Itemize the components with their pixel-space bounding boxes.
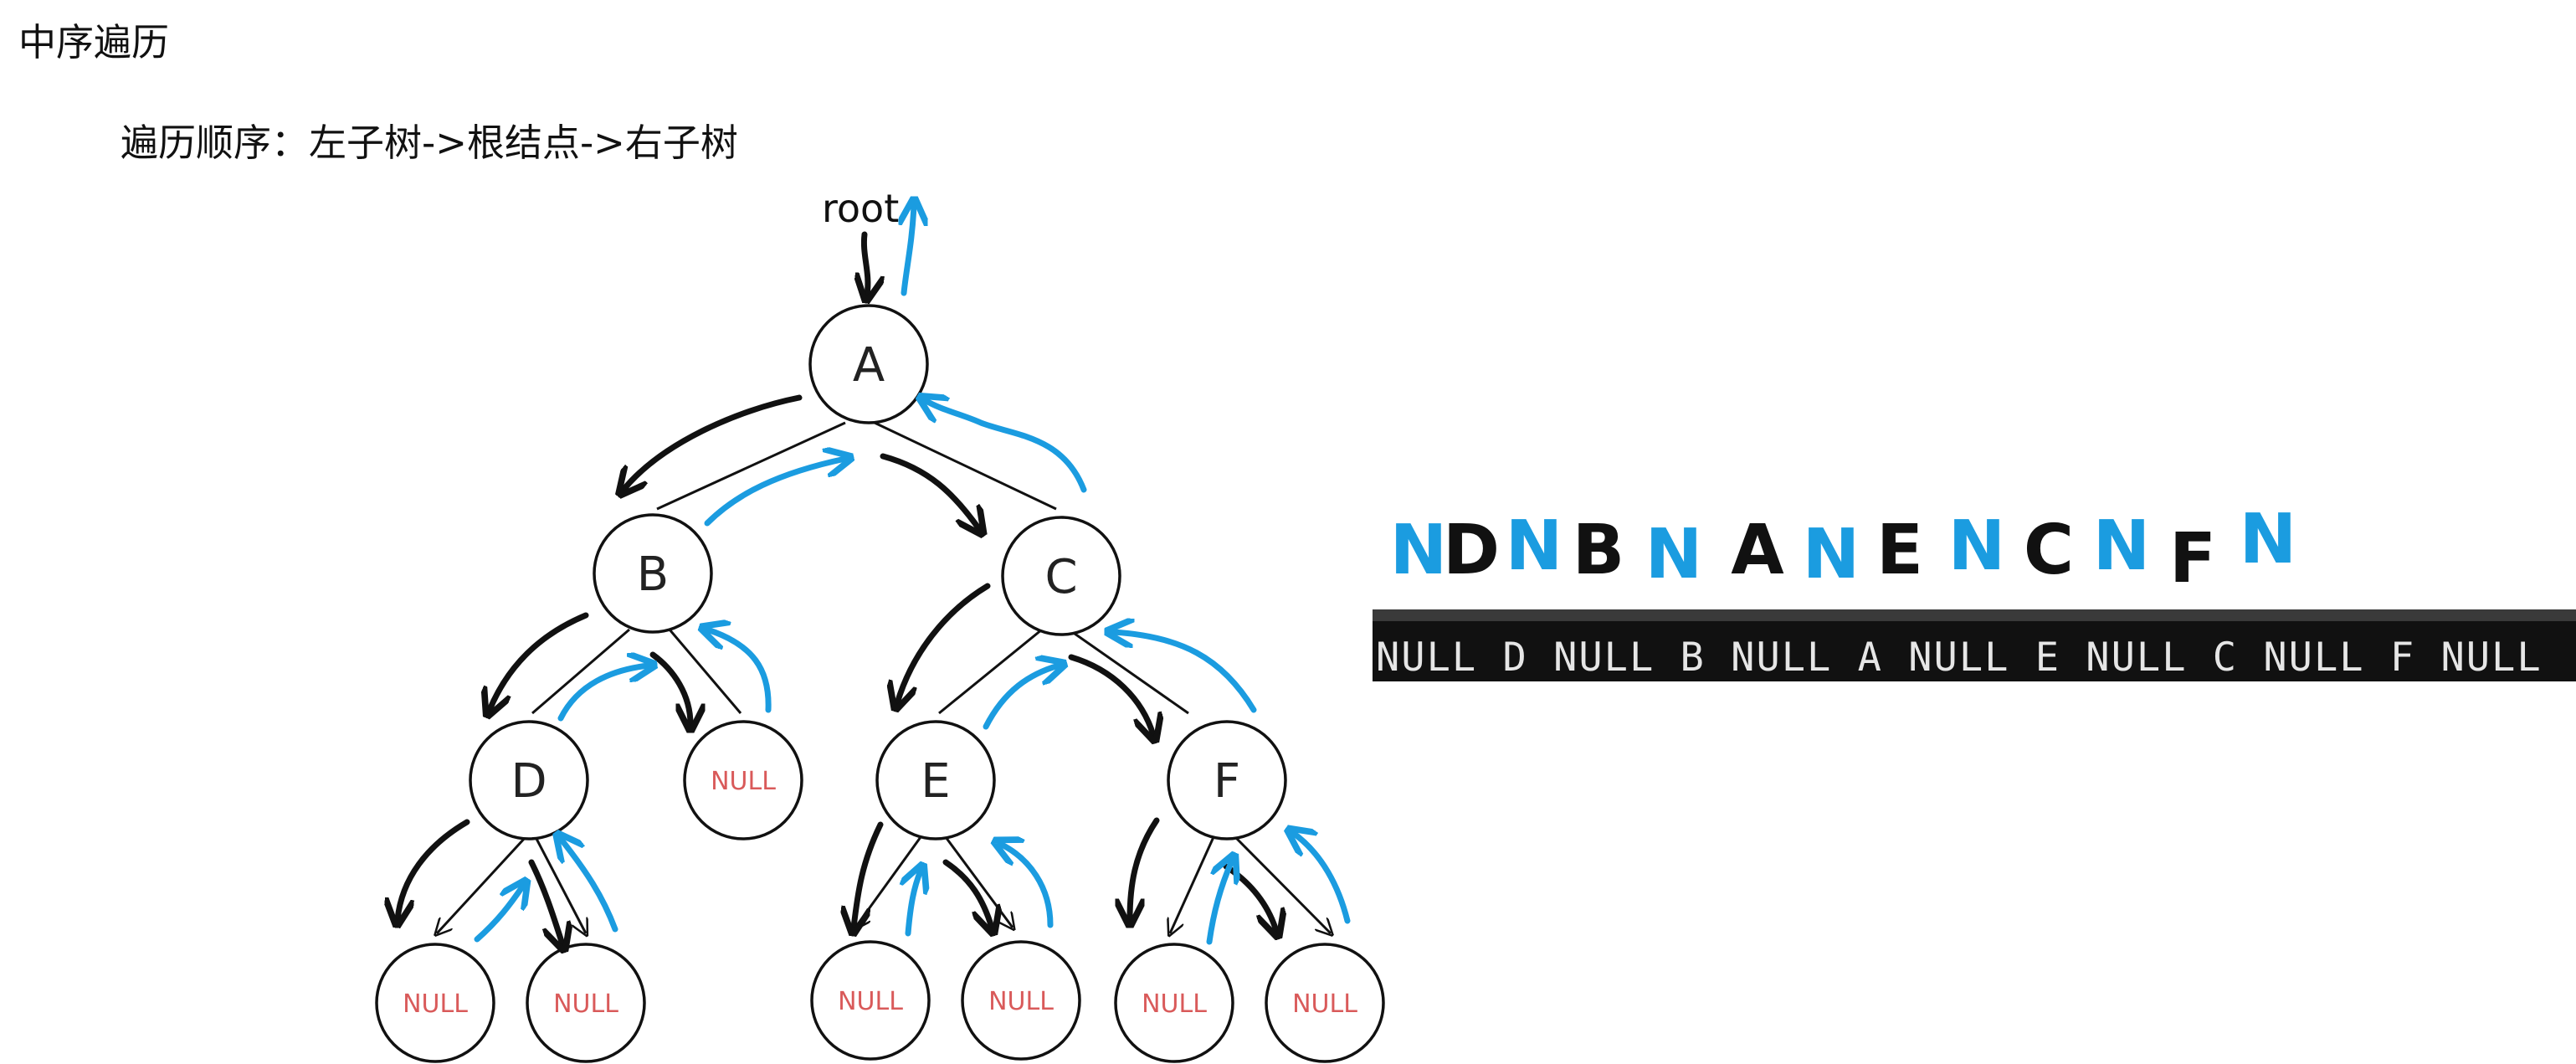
node-a-label: A	[853, 338, 885, 393]
node-c-label: C	[1044, 550, 1077, 604]
node-d	[469, 720, 589, 840]
traverse-up-arrow	[908, 871, 921, 937]
traverse-down-arrow	[854, 821, 884, 928]
handwritten-letter: N	[1506, 506, 1563, 586]
null-label: NULL	[711, 767, 776, 796]
null-label: NULL	[988, 987, 1054, 1016]
node-b	[593, 513, 713, 634]
traverse-up-arrow	[925, 400, 1087, 493]
traverse-up-arrow	[1293, 833, 1351, 924]
node-d-label: D	[511, 754, 547, 809]
node-e	[875, 720, 996, 840]
node-d-right-null	[526, 943, 646, 1063]
terminal-output: NULL D NULL B NULL A NULL E NULL C NULL …	[1373, 609, 2576, 681]
node-f-left-null	[1114, 943, 1234, 1063]
output-text: NULL D NULL B NULL A NULL E NULL C NULL …	[1376, 635, 2543, 681]
node-d-left-null	[375, 943, 495, 1063]
traverse-up-arrow	[474, 886, 523, 943]
traverse-down-arrow	[1223, 863, 1276, 931]
node-e-label: E	[921, 754, 950, 809]
traverse-up-arrow	[707, 630, 772, 713]
node-b-label: B	[637, 547, 669, 602]
handwritten-letter: C	[2024, 511, 2074, 590]
traverse-up-arrow	[704, 459, 845, 527]
traverse-down-arrow	[398, 819, 470, 919]
traverse-up-arrow	[1113, 632, 1257, 713]
page-title: 中序遍历	[18, 20, 170, 64]
handwritten-letter: N	[1645, 515, 1703, 594]
traverse-down-arrow	[897, 583, 991, 703]
traverse-down-arrow	[1068, 654, 1153, 735]
traverse-down-arrow	[880, 453, 979, 529]
traverse-down-arrow	[528, 859, 562, 944]
node-e-right-null	[961, 940, 1081, 1061]
traverse-down-arrow	[1130, 817, 1160, 919]
traverse-up-arrow	[561, 839, 618, 933]
handwritten-letter: N	[1390, 511, 1448, 590]
handwritten-letter: F	[2169, 519, 2216, 599]
root-label: root	[822, 186, 899, 231]
node-f-label: F	[1214, 754, 1240, 809]
tree-edges	[437, 421, 1331, 933]
traverse-down-arrow	[623, 394, 803, 490]
node-c	[1001, 516, 1121, 636]
node-f-right-null	[1265, 943, 1385, 1063]
null-label: NULL	[1292, 989, 1357, 1019]
handwritten-letter: B	[1573, 511, 1625, 590]
node-b-right-null	[683, 720, 803, 840]
traverse-up-arrow	[1206, 861, 1232, 945]
root-entry-arrow	[864, 231, 868, 295]
handwritten-letter: N	[1803, 515, 1860, 594]
root-exit-arrow	[904, 205, 914, 296]
traversal-order-text: 遍历顺序：左子树->根结点->右子树	[121, 121, 738, 165]
traverse-down-arrow	[942, 859, 992, 928]
traverse-down-arrow	[490, 612, 589, 710]
traverse-up-arrow	[557, 666, 649, 722]
node-e-left-null	[810, 940, 931, 1061]
handwritten-letter: N	[2240, 500, 2297, 579]
null-label: NULL	[838, 987, 903, 1016]
handwritten-letter: N	[1948, 506, 2006, 586]
handwritten-letter: E	[1876, 511, 1923, 590]
handwritten-letter: A	[1731, 511, 1784, 590]
null-label: NULL	[1142, 989, 1207, 1019]
traverse-down-arrow	[649, 651, 690, 724]
handwritten-letter: D	[1443, 511, 1500, 590]
traverse-up-arrow	[1000, 844, 1054, 928]
handwritten-letter: N	[2093, 506, 2151, 586]
null-label: NULL	[553, 989, 618, 1019]
node-f	[1167, 720, 1287, 840]
node-a	[808, 304, 929, 424]
traverse-up-arrow	[983, 666, 1059, 730]
null-label: NULL	[403, 989, 468, 1019]
